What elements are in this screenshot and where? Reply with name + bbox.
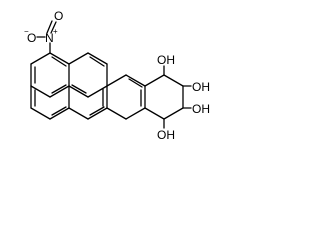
nitro-oxygen-top-label: O <box>54 9 63 23</box>
nitro-nitrogen-label: N <box>45 31 54 45</box>
nitro-minus-charge-label: − <box>24 27 29 36</box>
nitro-oxygen-left-label: O <box>27 31 36 45</box>
bond-lines <box>30 20 192 129</box>
hydroxyl-label-1: OH <box>157 53 175 67</box>
hydroxyl-label-2: OH <box>192 80 210 94</box>
hydroxyl-label-3: OH <box>192 102 210 116</box>
nitro-plus-charge-label: + <box>53 27 58 36</box>
hydroxyl-label-4: OH <box>157 128 175 142</box>
chemical-structure: OH OH OH OH O O − N + <box>24 9 210 142</box>
